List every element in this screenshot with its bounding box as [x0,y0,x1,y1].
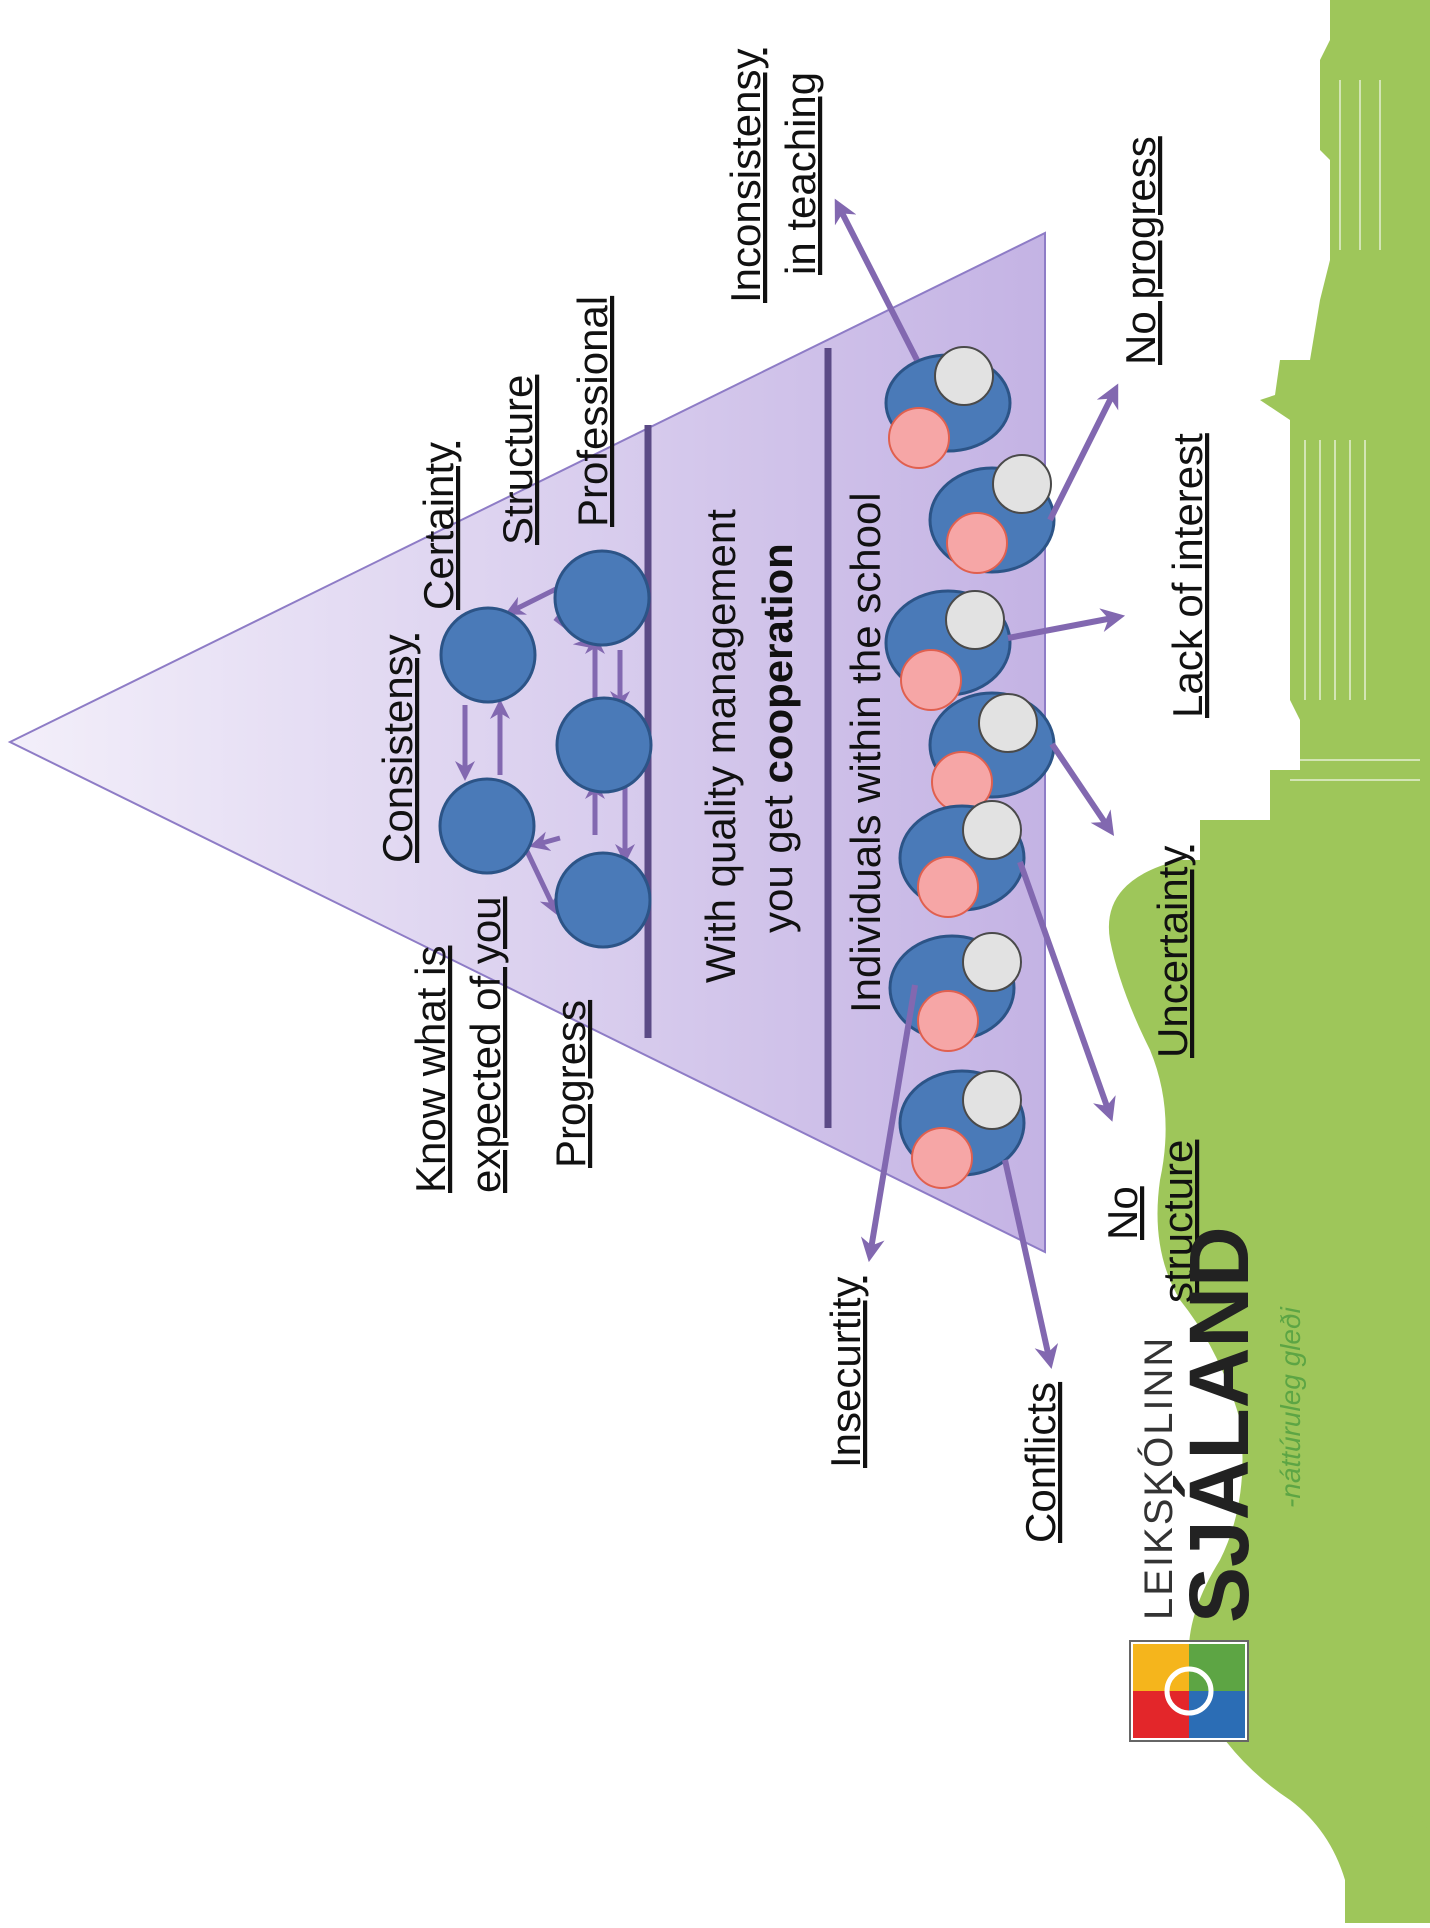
label-quality-2: you get cooperation [754,543,801,933]
individual [898,1069,1026,1189]
individual [888,932,1022,1052]
landscape-background [1108,0,1430,1923]
school-logo: LEIKSKÓLINN SJÁLAND -náttúruleg gleði [1129,1226,1306,1742]
logo-line1: LEIKSKÓLINN [1136,1336,1181,1620]
cycle-node-center [555,696,653,794]
label-no-progress: No progress [1117,136,1164,365]
cooperation-cycle [438,549,653,949]
label-lack-of-interest: Lack of interest [1164,433,1211,718]
individuals [884,346,1056,1189]
label-professional: Professional [569,296,616,527]
label-uncertainty: Uncertainty [1149,846,1196,1058]
cycle-node-consistensy [439,606,537,704]
logo-line2: SJÁLAND [1172,1226,1266,1623]
label-structure: Structure [494,375,541,545]
label-inconsistensy-1: Inconsistensy [722,49,769,303]
label-inconsistensy-2: in teaching [777,72,824,275]
label-individuals: Individuals within the school [842,492,889,1013]
logo-emblem [1129,1640,1249,1742]
label-know: Know what is [407,946,454,1193]
individual [928,454,1056,574]
label-certainty: Certainty [415,442,462,610]
label-no-structure-1: No [1099,1186,1146,1240]
label-consistensy: Consistensy [374,634,421,863]
label-insecurtity: Insecurtity [822,1277,869,1468]
label-progress: Progress [547,1000,594,1168]
label-no-structure-2: structure [1154,1140,1201,1303]
cycle-node-progress [554,851,652,949]
cycle-node-certainty [553,549,651,647]
individual [884,346,1012,469]
label-know-2: expected of you [462,896,509,1193]
logo-tagline: -náttúruleg gleði [1275,1306,1306,1508]
label-quality-1: With quality management [697,509,744,983]
building-lines [1290,80,1420,781]
individual [884,589,1012,711]
rotated-labels: Know what is expected of you Progress Co… [374,49,1306,1742]
label-conflicts: Conflicts [1017,1382,1064,1543]
outgoing-arrows [834,198,1126,1370]
individual [928,691,1056,813]
individual [898,800,1026,918]
tree-silhouette [1335,1745,1430,1885]
cycle-node-know [438,777,536,875]
